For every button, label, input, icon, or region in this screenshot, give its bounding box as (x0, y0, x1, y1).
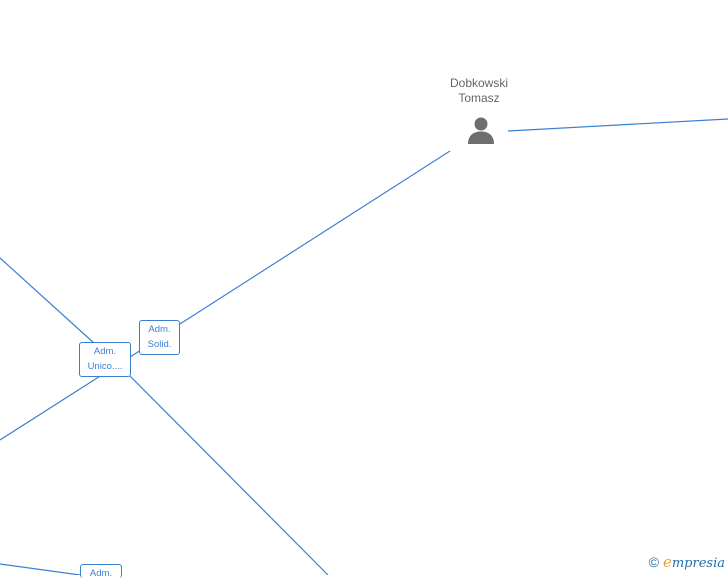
person-name-line2: Tomasz (458, 91, 500, 105)
role-box-adm-solid[interactable]: Adm. Solid. (139, 320, 180, 355)
brand-logo: empresia (663, 553, 725, 571)
role-box-adm-unico[interactable]: Adm. Unico.... (79, 342, 131, 377)
edge-unico-down (129, 375, 329, 575)
edge-left-upper (0, 257, 96, 345)
brand-name: mpresia (671, 556, 725, 571)
role-box-adm-bottom[interactable]: Adm. (80, 564, 122, 578)
edge-bottom-left (0, 563, 81, 575)
role-label-line2: Unico.... (87, 361, 123, 372)
role-label-line1: Adm. (148, 324, 171, 335)
copyright-symbol: © (648, 554, 659, 570)
person-name-label: Dobkowski Tomasz (424, 76, 534, 106)
role-label-line1: Adm. (93, 346, 117, 357)
edge-person-solid (179, 150, 451, 325)
role-label-line1: Adm. (89, 568, 113, 578)
role-label-line2: Solid. (147, 339, 172, 350)
brand-watermark: © empresia (649, 553, 725, 571)
person-name-line1: Dobkowski (449, 76, 509, 90)
brand-initial: e (662, 553, 672, 571)
edge-person-right (507, 118, 728, 132)
person-icon[interactable] (466, 115, 496, 145)
